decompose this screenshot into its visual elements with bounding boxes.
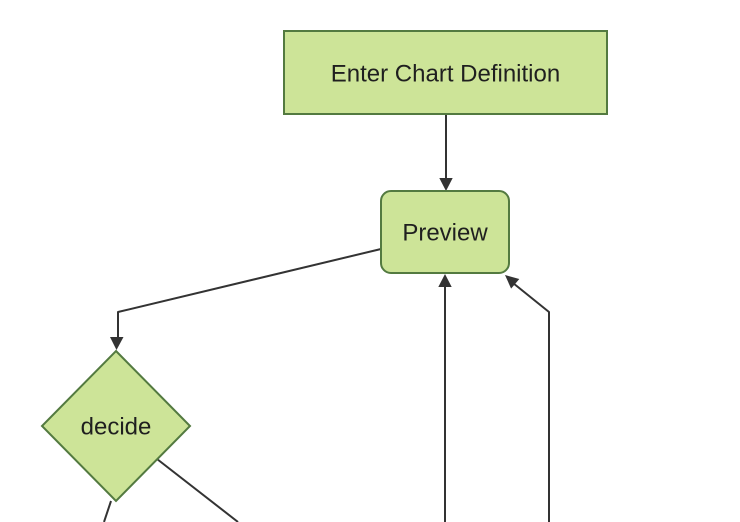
node-decide-shape	[40, 349, 192, 503]
node-preview-shape	[380, 190, 510, 274]
edge-bottom-center-to-preview	[438, 274, 452, 522]
edge-bottom-right-to-preview	[505, 275, 550, 522]
edge-bottom-right-line	[512, 282, 550, 522]
edge-preview-to-decide	[110, 248, 382, 350]
node-preview: Preview	[380, 190, 510, 274]
arrowhead-into-preview-corner	[505, 275, 520, 289]
arrowhead-into-decide-top	[110, 337, 124, 350]
node-enter-chart-definition-label: Enter Chart Definition	[331, 61, 560, 88]
node-enter-chart-definition-shape	[283, 30, 608, 115]
node-preview-label: Preview	[402, 220, 488, 247]
node-decide-label: decide	[81, 414, 152, 441]
edge-preview-to-decide-line	[117, 248, 382, 338]
node-enter-chart-definition: Enter Chart Definition	[283, 30, 608, 115]
edge-enter-to-preview	[439, 114, 453, 191]
node-decide: decide	[40, 349, 192, 503]
edge-decide-bottom-right-line	[156, 458, 239, 522]
arrowhead-into-preview-top	[439, 178, 453, 191]
edge-decide-to-bottom-left	[103, 500, 112, 522]
arrowhead-into-preview-bottom	[438, 274, 452, 287]
edge-decide-to-bottom-right	[156, 458, 239, 522]
edge-decide-bottom-left-line	[103, 500, 112, 522]
